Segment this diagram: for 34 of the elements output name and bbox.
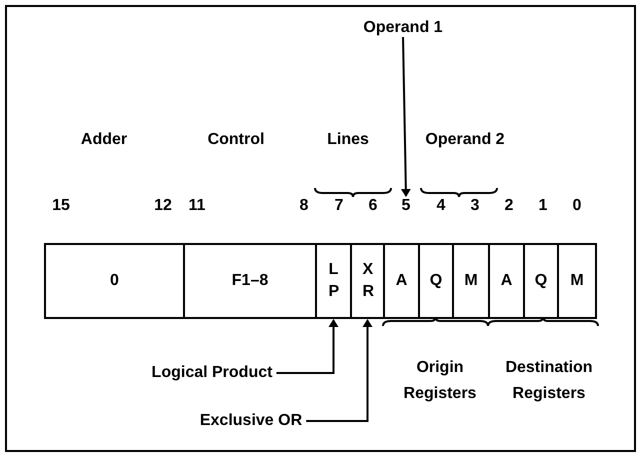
register-field: Q bbox=[523, 243, 559, 319]
bit-number: 8 bbox=[300, 197, 308, 215]
group-label: Origin Registers bbox=[402, 358, 478, 404]
bit-number: 12 bbox=[154, 197, 172, 215]
bit-number: 6 bbox=[368, 197, 378, 215]
bit-number: 2 bbox=[504, 197, 514, 215]
register-field: A bbox=[383, 243, 420, 319]
bit-number: 0 bbox=[572, 197, 582, 215]
bit-number: 3 bbox=[470, 197, 480, 215]
register-field: X R bbox=[350, 243, 385, 319]
field-label: Control bbox=[208, 131, 264, 149]
register-field: A bbox=[488, 243, 525, 319]
bit-number: 5 bbox=[402, 197, 410, 215]
register-field: L P bbox=[315, 243, 352, 319]
register-field: M bbox=[452, 243, 490, 319]
callout-text: Operand 1 bbox=[363, 19, 443, 37]
bit-number: 1 bbox=[538, 197, 548, 215]
field-label: Lines bbox=[327, 131, 369, 149]
field-label: Adder bbox=[80, 131, 128, 149]
register-field: F1–8 bbox=[183, 243, 317, 319]
register-field: 0 bbox=[44, 243, 185, 319]
arrow bbox=[306, 319, 372, 422]
arrow bbox=[400, 36, 411, 197]
callout-text: Exclusive OR bbox=[200, 412, 302, 430]
arrow bbox=[276, 319, 338, 374]
register-field: Q bbox=[418, 243, 454, 319]
bit-number: 11 bbox=[188, 197, 206, 215]
bit-number: 4 bbox=[436, 197, 446, 215]
bit-number: 15 bbox=[52, 197, 70, 215]
callout-text: Logical Product bbox=[152, 364, 272, 382]
bit-number: 7 bbox=[334, 197, 344, 215]
group-label: Destination Registers bbox=[504, 358, 594, 404]
register-field: M bbox=[557, 243, 597, 319]
field-label: Operand 2 bbox=[425, 131, 505, 149]
